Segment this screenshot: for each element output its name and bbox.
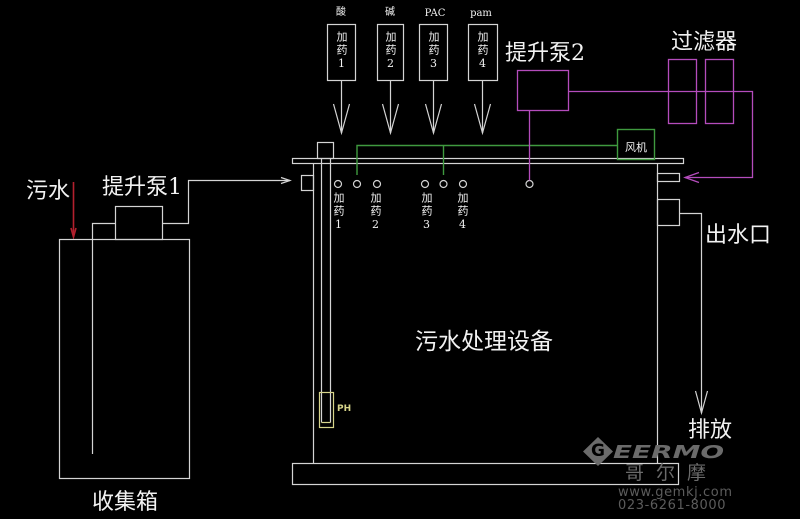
outlet-nozzle — [656, 198, 681, 227]
return-inlet-nozzle — [656, 172, 681, 183]
chemical-label-2: 碱 — [385, 7, 395, 18]
inflow-arrowhead — [70, 227, 77, 240]
dosing-units — [326, 23, 499, 136]
blower-label: 风机 — [625, 141, 647, 154]
pump-2-discharge-line — [568, 90, 754, 179]
dosing-port-1 — [333, 179, 343, 189]
inflow-arrow — [70, 182, 77, 240]
inflow-label: 污水 — [26, 179, 71, 204]
discharge-label: 排放 — [688, 418, 733, 443]
aeration-system — [356, 128, 656, 175]
inlet-nozzle — [300, 174, 315, 192]
blower-box — [616, 128, 656, 161]
tank-ports — [333, 179, 534, 189]
filter-unit-1 — [667, 58, 698, 125]
pump-1-discharge-pipe — [162, 179, 290, 225]
equipment-title: 污水处理设备 — [415, 329, 553, 355]
filter-label: 过滤器 — [671, 30, 738, 55]
return-arrowhead — [683, 171, 700, 184]
lift-pump-2 — [516, 69, 570, 112]
chemical-label-1: 酸 — [336, 7, 346, 18]
treatment-equipment — [291, 157, 709, 486]
dosing-feed-arrowhead-3 — [424, 103, 443, 136]
dosing-port-4 — [458, 179, 468, 189]
top-plate — [291, 157, 685, 165]
dosing-port-label-2: 加药2 — [369, 192, 382, 233]
collection-tank-group — [58, 176, 292, 480]
dosing-feed-arrowhead-4 — [473, 103, 492, 136]
probe-mount — [316, 141, 335, 160]
watermark-logo-letter: G — [591, 441, 605, 461]
ph-probe — [316, 141, 335, 429]
watermark-chinese-name: 哥尔摩 — [625, 462, 719, 484]
collection-tank-label: 收集箱 — [92, 490, 159, 515]
watermark-logo-diamond — [583, 437, 613, 466]
chemical-label-3: PAC — [424, 8, 446, 19]
probe-sensor-housing — [318, 391, 335, 429]
watermark-website: www.gemkj.com — [618, 485, 733, 500]
watermark-brand: EERMO — [613, 442, 725, 463]
equipment-base — [291, 462, 680, 486]
dosing-port-3 — [420, 179, 430, 189]
chemical-label-4: pam — [470, 8, 492, 19]
outlet-pipe — [679, 212, 703, 413]
lift-pump-2-label: 提升泵2 — [505, 41, 585, 66]
collection-tank — [58, 238, 191, 480]
discharge-arrowhead — [694, 390, 709, 416]
lift-pump-1 — [114, 205, 164, 241]
aeration-port-1 — [352, 179, 362, 189]
filter-unit-2 — [704, 58, 735, 125]
pump-1-discharge-arrowhead — [280, 176, 292, 185]
air-main-line — [356, 144, 618, 175]
dosing-tank-label-3: 加药3 — [427, 31, 440, 72]
dosing-tank-label-2: 加药2 — [384, 31, 397, 72]
ph-probe-label: PH — [337, 404, 352, 414]
dosing-feed-arrowhead-1 — [332, 103, 351, 136]
dosing-port-label-4: 加药4 — [456, 192, 469, 233]
dosing-port-2 — [372, 179, 382, 189]
dosing-feed-arrowhead-2 — [381, 103, 400, 136]
dosing-port-label-1: 加药1 — [332, 192, 345, 233]
pump-2-suction-port — [525, 179, 534, 189]
dosing-tank-label-1: 加药1 — [335, 31, 348, 72]
dosing-tank-label-4: 加药4 — [476, 31, 489, 72]
lift-pump-1-label: 提升泵1 — [102, 175, 182, 200]
suction-pipe — [91, 222, 116, 454]
watermark-phone: 023-6261-8000 — [618, 498, 727, 513]
dosing-port-label-3: 加药3 — [420, 192, 433, 233]
aeration-port-2 — [439, 179, 448, 189]
outlet-label: 出水口 — [705, 223, 772, 248]
filtration-loop — [516, 58, 754, 184]
